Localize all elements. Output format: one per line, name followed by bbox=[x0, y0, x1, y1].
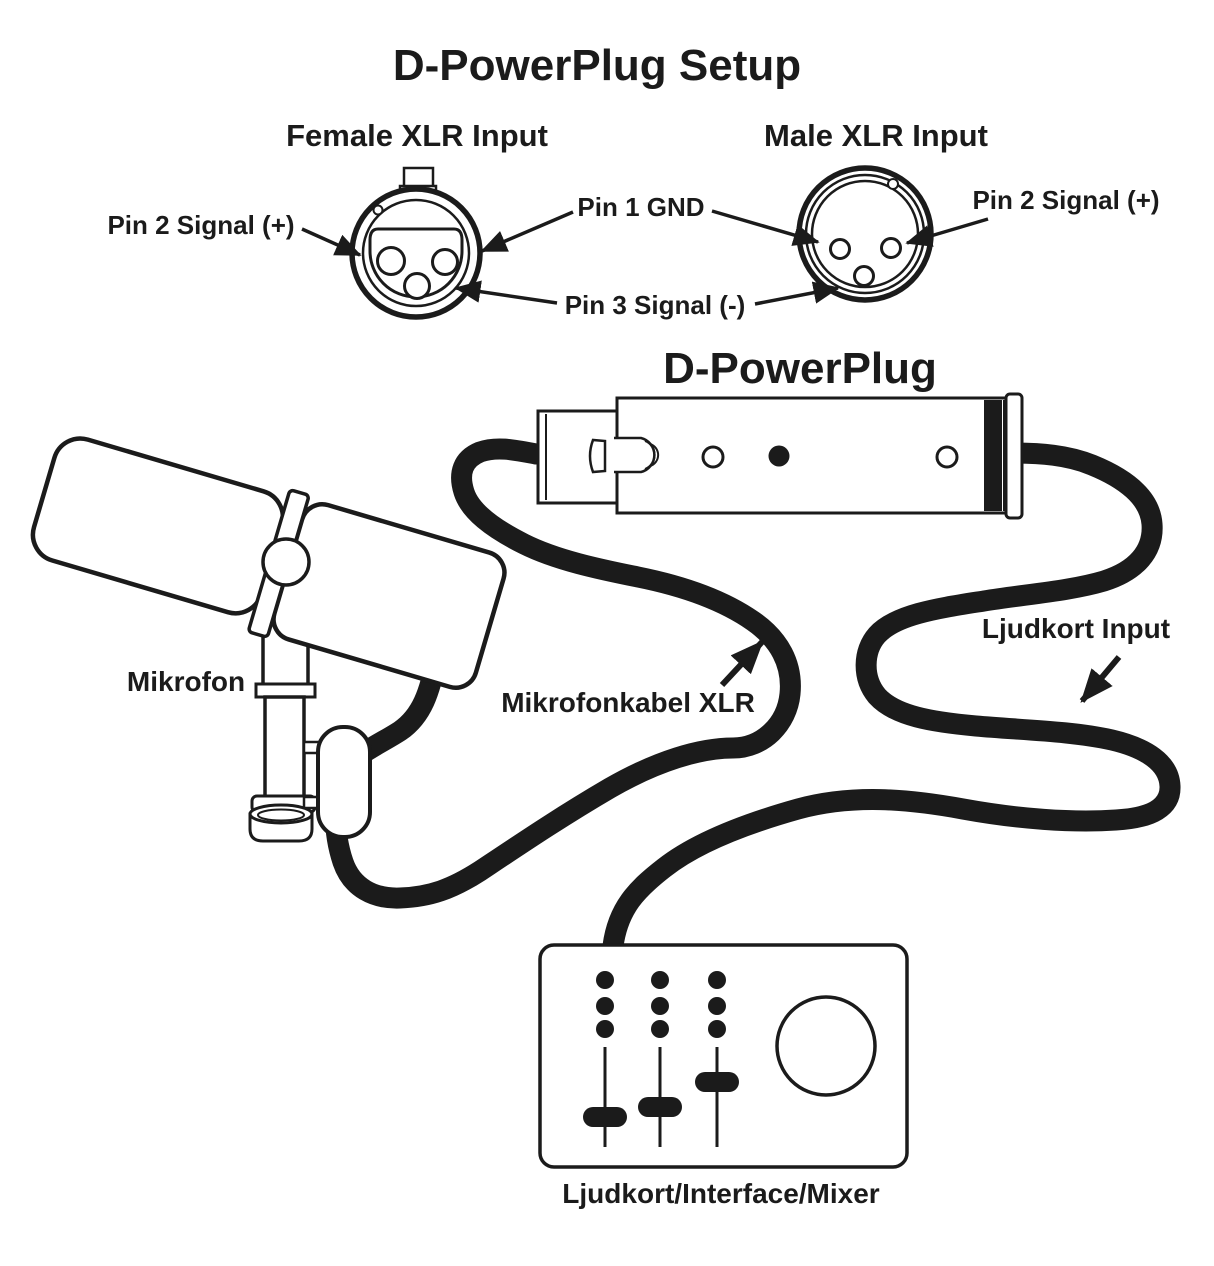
mixer-label: Ljudkort/Interface/Mixer bbox=[562, 1178, 880, 1209]
d-powerplug-device bbox=[536, 392, 1024, 520]
pin2-left-label: Pin 2 Signal (+) bbox=[107, 210, 294, 240]
pin3-left-arrow bbox=[454, 280, 558, 305]
male-xlr-connector bbox=[796, 165, 934, 303]
mic-cable-arrow bbox=[719, 639, 765, 688]
soundcard-input-label: Ljudkort Input bbox=[982, 613, 1170, 644]
pin1-label: Pin 1 GND bbox=[577, 192, 704, 222]
pin2-right-label: Pin 2 Signal (+) bbox=[972, 185, 1159, 215]
male-pin2-pin bbox=[829, 238, 851, 260]
page-title: D-PowerPlug Setup bbox=[393, 41, 801, 90]
mixer-knob bbox=[775, 995, 877, 1097]
pin-leader-lines bbox=[301, 209, 989, 306]
female-xlr-connector bbox=[349, 166, 483, 320]
device-grip-band bbox=[984, 400, 1002, 511]
male-pin1-pin bbox=[880, 237, 902, 259]
microphone-body bbox=[30, 436, 507, 690]
cable-clip bbox=[302, 725, 372, 839]
mic-cable-label: Mikrofonkabel XLR bbox=[501, 687, 755, 718]
female-xlr-label: Female XLR Input bbox=[286, 118, 548, 153]
female-pin3-hole bbox=[403, 272, 431, 300]
callout-arrows bbox=[719, 639, 1122, 703]
mic-yoke-pivot bbox=[261, 537, 311, 587]
pin3-label: Pin 3 Signal (-) bbox=[565, 290, 746, 320]
mixer-interface bbox=[538, 943, 909, 1169]
female-pin1-hole bbox=[431, 248, 459, 276]
microphone-label: Mikrofon bbox=[127, 666, 245, 697]
device-label: D-PowerPlug bbox=[663, 344, 937, 393]
female-pin2-hole bbox=[376, 246, 406, 276]
mixer-fader-handles bbox=[583, 1072, 739, 1127]
pin1-right-arrow bbox=[711, 209, 820, 246]
pin3-right-arrow bbox=[754, 281, 840, 306]
soundcard-input-arrow bbox=[1079, 655, 1122, 703]
mixer-button-dots bbox=[596, 971, 726, 1038]
device-hole-left bbox=[701, 445, 725, 469]
male-pin3-pin bbox=[853, 265, 875, 287]
device-led bbox=[768, 445, 790, 467]
male-xlr-label: Male XLR Input bbox=[764, 118, 988, 153]
pin1-left-arrow bbox=[480, 210, 574, 253]
pin2-right-arrow bbox=[905, 217, 989, 247]
device-hole-right bbox=[935, 445, 959, 469]
soundcard-cable bbox=[602, 442, 1181, 957]
pin2-left-arrow bbox=[301, 227, 362, 257]
